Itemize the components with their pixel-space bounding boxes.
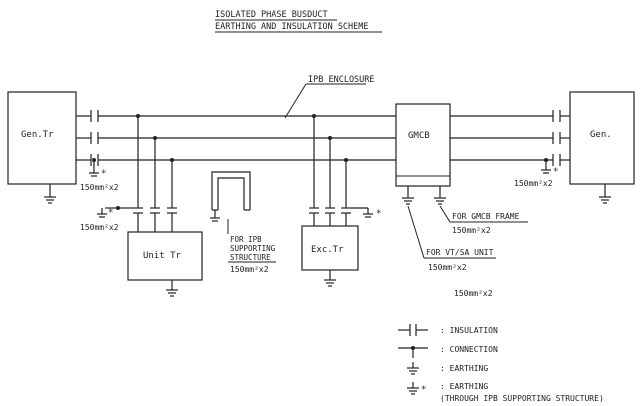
earthing-gmcb-vt — [402, 186, 414, 205]
gmcb-frame-label: FOR GMCB FRAME — [452, 212, 520, 221]
legend-earthing-text: : EARTHING — [440, 364, 488, 373]
legend-connection-symbol — [398, 346, 428, 358]
legend-insulation-text: : INSULATION — [440, 326, 498, 335]
star-mark: * — [101, 169, 106, 179]
phase-bus-lines — [76, 115, 570, 161]
ipb-support-label-3: STRUCTURE — [230, 253, 271, 262]
star-mark-right: * — [553, 167, 558, 177]
enclosure-label: IPB ENCLOSURE — [308, 75, 375, 85]
star-mark-exc: * — [376, 209, 381, 219]
earthing-exc-tr — [324, 270, 336, 287]
vt-sa-label: FOR VT/SA UNIT — [426, 248, 494, 257]
earthing-gmcb-frame — [434, 186, 446, 205]
legend-earthing-symbol — [407, 362, 419, 375]
gen-transformer-box: Gen.Tr — [7, 91, 77, 185]
legend-earthing-note: (THROUGH IPB SUPPORTING STRUCTURE) — [440, 394, 604, 403]
insulator-right — [552, 110, 561, 166]
gmcb-label: GMCB — [408, 131, 430, 141]
earthing-star-left-upper: * — [89, 158, 106, 179]
unit-tr-feeder — [97, 114, 177, 232]
ipb-supporting-structure — [210, 171, 251, 222]
generator-box: Gen. — [569, 91, 635, 185]
legend-connection-text: : CONNECTION — [440, 345, 498, 354]
gmcb-box: GMCB — [395, 103, 451, 187]
diagram-title-line1: ISOLATED PHASE BUSDUCT — [215, 10, 328, 20]
gen-label: Gen. — [590, 130, 612, 140]
exc-tr-feeder — [309, 114, 373, 232]
earthing-star-right — [541, 158, 551, 174]
ipb-support-label-2: SUPPORTING — [230, 244, 276, 253]
star-mark-left-lower: * — [108, 208, 113, 218]
legend: : INSULATION : CONNECTION : EARTHING * :… — [398, 324, 604, 403]
ipb-support-cable: 150mm²x2 — [230, 265, 269, 274]
diagram-title-line2: EARTHING AND INSULATION SCHEME — [215, 22, 369, 32]
vt-sa-cable: 150mm²x2 — [428, 263, 467, 272]
earthing-unit-tr — [166, 280, 178, 297]
earthing-gen-tr — [44, 184, 56, 204]
cable-label-left1: 150mm²x2 — [80, 183, 119, 192]
extra-cable-label: 150mm²x2 — [454, 289, 493, 298]
earthing-gen — [599, 184, 611, 204]
exc-tr-label: Exc.Tr — [311, 245, 344, 255]
legend-star-mark: * — [421, 385, 426, 395]
gmcb-frame-cable: 150mm²x2 — [452, 226, 491, 235]
cable-label-left2: 150mm²x2 — [80, 223, 119, 232]
legend-earthing-star-symbol: * — [407, 382, 426, 395]
exc-transformer-box: Exc.Tr — [301, 225, 359, 271]
cable-label-right: 150mm²x2 — [514, 179, 553, 188]
legend-insulation-symbol — [398, 324, 428, 336]
unit-transformer-box: Unit Tr — [127, 231, 203, 281]
legend-earthing-star-text: : EARTHING — [440, 382, 488, 391]
gen-tr-label: Gen.Tr — [21, 130, 54, 140]
ipb-support-label-1: FOR IPB — [230, 235, 262, 244]
insulator-left — [90, 110, 99, 166]
unit-tr-label: Unit Tr — [143, 251, 182, 261]
